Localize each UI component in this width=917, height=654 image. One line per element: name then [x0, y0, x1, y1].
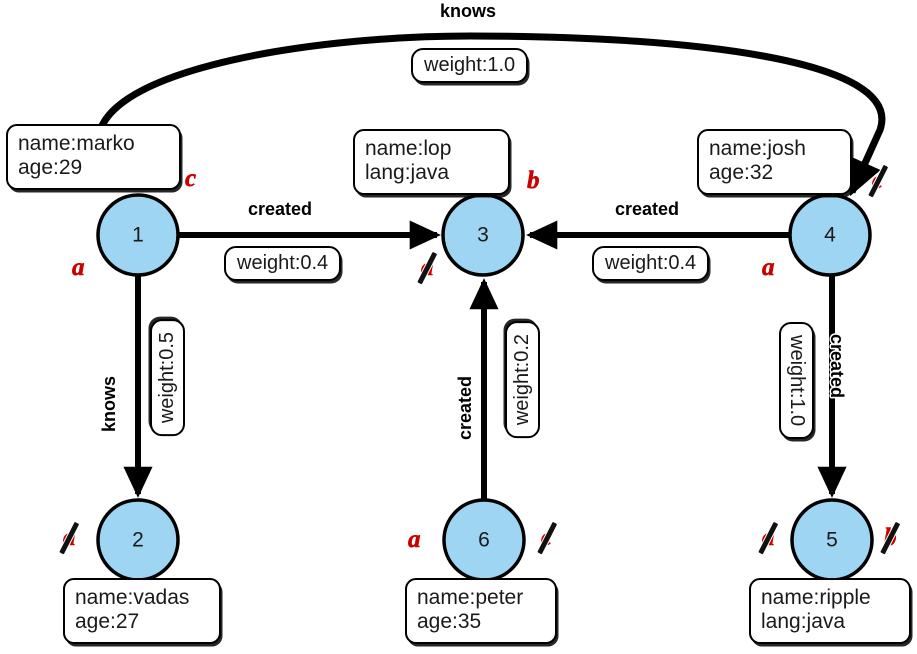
property-line: age:29	[18, 156, 83, 180]
weight-box-created-4-3: weight:0.4	[592, 246, 710, 281]
weight-box-created-1-3: weight:0.4	[224, 246, 342, 281]
edge-label-knows-1-4: knows	[440, 1, 496, 21]
property-box-node-2: name:vadas age:27	[63, 578, 221, 644]
node-1-id: 1	[132, 224, 144, 247]
weight-box-created-6-3: weight:0.2	[505, 321, 540, 439]
property-line: name:josh	[709, 137, 806, 160]
edge-label-created-6-3: created	[455, 375, 475, 440]
property-line: lang:java	[365, 161, 450, 185]
weight-box-knows-1-4: weight:1.0	[411, 48, 529, 83]
property-line: lang:java	[761, 610, 846, 634]
node-2-id: 2	[132, 529, 144, 552]
node-3[interactable]: 3	[441, 193, 525, 277]
node-1[interactable]: 1	[96, 193, 180, 277]
property-box-node-6: name:peter age:35	[405, 578, 557, 644]
node-4-id: 4	[824, 224, 836, 247]
annotation-mark-node-2-a-struck: a	[59, 521, 79, 554]
node-4[interactable]: 4	[788, 193, 872, 277]
node-5-id: 5	[826, 529, 838, 552]
node-2[interactable]: 2	[96, 498, 180, 582]
annotation-letter: c	[185, 165, 197, 192]
node-3-id: 3	[477, 224, 489, 247]
property-box-node-4: name:josh age:32	[697, 129, 852, 195]
edge-label-created-4-5: created	[827, 334, 847, 399]
annotation-mark-node-4-c-struck: c	[867, 164, 888, 197]
property-line: name:peter	[417, 586, 524, 609]
annotation-mark-node-3-a-struck: a	[417, 251, 437, 284]
annotation-mark-node-1-c: c	[185, 165, 197, 192]
property-box-node-5: name:ripple lang:java	[749, 578, 911, 644]
annotation-letter: b	[527, 167, 540, 194]
annotation-mark-node-1-a: a	[72, 254, 85, 281]
annotation-mark-node-3-b: b	[527, 167, 540, 194]
annotation-mark-node-5-b-struck: b	[880, 521, 900, 554]
annotation-mark-node-4-a: a	[762, 254, 775, 281]
annotation-mark-node-6-a: a	[408, 526, 421, 553]
property-box-node-3: name:lop lang:java	[353, 129, 510, 195]
annotation-letter: a	[72, 254, 85, 281]
property-line: name:vadas	[75, 586, 190, 609]
property-box-node-1: name:marko age:29	[6, 124, 181, 190]
property-line: age:35	[417, 610, 482, 634]
node-6[interactable]: 6	[442, 498, 526, 582]
property-line: name:marko	[18, 132, 135, 155]
annotation-mark-node-6-c-struck: c	[536, 521, 557, 554]
node-5[interactable]: 5	[790, 498, 874, 582]
weight-box-knows-1-2: weight:0.5	[150, 319, 185, 437]
edge-knows-1-to-4	[95, 32, 886, 197]
property-line: age:27	[75, 610, 140, 634]
annotation-mark-node-5-a-struck: a	[758, 521, 778, 554]
node-6-id: 6	[478, 529, 490, 552]
annotation-letter: a	[408, 526, 421, 553]
property-line: name:ripple	[761, 586, 871, 609]
weight-box-created-4-5: weight:1.0	[779, 322, 814, 440]
property-line: name:lop	[365, 137, 452, 160]
property-line: age:32	[709, 161, 774, 185]
edge-label-created-1-3: created	[248, 199, 312, 219]
edge-label-created-4-3: created	[615, 199, 679, 219]
edge-label-knows-1-2: knows	[99, 375, 119, 432]
annotation-letter: a	[762, 254, 775, 281]
